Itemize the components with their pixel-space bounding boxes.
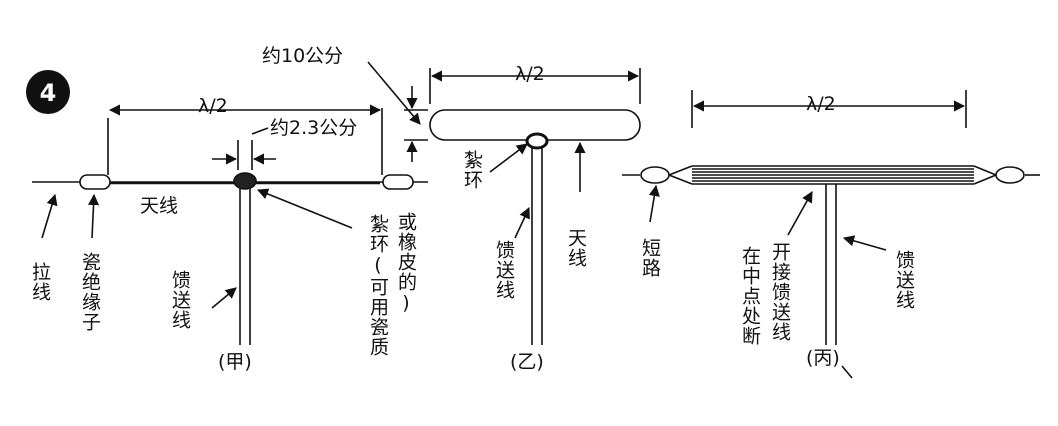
diagram-c-short-right [973,165,997,185]
diagram-a-ring-label-col1: 或橡皮的) [395,212,417,315]
diagram-b-caption: (乙) [510,351,544,373]
diagram-b-feeder-arrow [514,206,530,239]
diagram-c-insulator-right [995,166,1025,184]
diagram-b-spacing-leader [367,61,421,125]
diagram-a-insulator-label: 瓷绝缘子 [79,252,101,332]
diagram-c-open-label-col1: 开接馈送线 [769,242,791,342]
diagram-a-pull-wire-label: 拉线 [29,262,51,302]
diagram-b-antenna-label: 天线 [565,228,587,268]
diagram-c-short-arrow [648,184,660,223]
diagram-a-insulator-left [79,174,111,190]
diagram-b-feeder-label: 馈送线 [493,240,515,300]
diagram-a-ring-label-col2: 紮环(可用瓷质 [367,214,389,357]
diagram-b-ring-label: 紮环 [461,150,483,190]
diagram-b-ring-arrow [489,143,528,173]
figure-number: 4 [40,79,57,107]
diagram-c [622,90,1040,379]
diagram-b [367,61,641,345]
diagram-c-insulator-left [640,166,670,184]
diagram-a-ring-arrow [256,188,353,229]
diagram-c-caption: (丙) [806,347,840,369]
diagram-a [32,104,428,345]
diagram-c-feeder-arrow [842,235,887,251]
diagram-c-half-wave-label: λ/2 [806,93,836,115]
diagram-a-feeder-label: 馈送线 [169,270,191,330]
diagram-c-caption-tick [841,365,853,379]
diagram-a-gap-leader [251,127,269,135]
diagram-a-insulator-right [382,174,414,190]
diagram-b-spacing-label: 约10公分 [262,45,343,67]
diagram-b-half-wave-label: λ/2 [515,63,545,85]
diagram-c-open-arrow [787,191,813,236]
diagram-a-insulator-arrow [87,193,100,239]
diagram-c-open-label-col2: 在中点处断 [739,246,761,346]
diagram-c-feeder-label: 馈送线 [893,250,915,310]
diagram-c-short-left [668,165,693,185]
diagram-a-caption: (甲) [218,351,252,373]
diagram-b-tie-ring [525,132,549,150]
diagram-a-pull-wire-arrow [41,193,58,239]
figure-badge: 4 [26,70,70,114]
diagram-a-antenna-label: 天线 [140,195,178,217]
diagram-a-tie-ring [233,172,257,190]
diagram-a-gap-label: 约2.3公分 [270,117,357,139]
diagram-c-short-label: 短路 [639,238,661,278]
diagram-a-half-wave-label: λ/2 [198,95,228,117]
diagram-a-feeder-arrow [211,287,237,309]
